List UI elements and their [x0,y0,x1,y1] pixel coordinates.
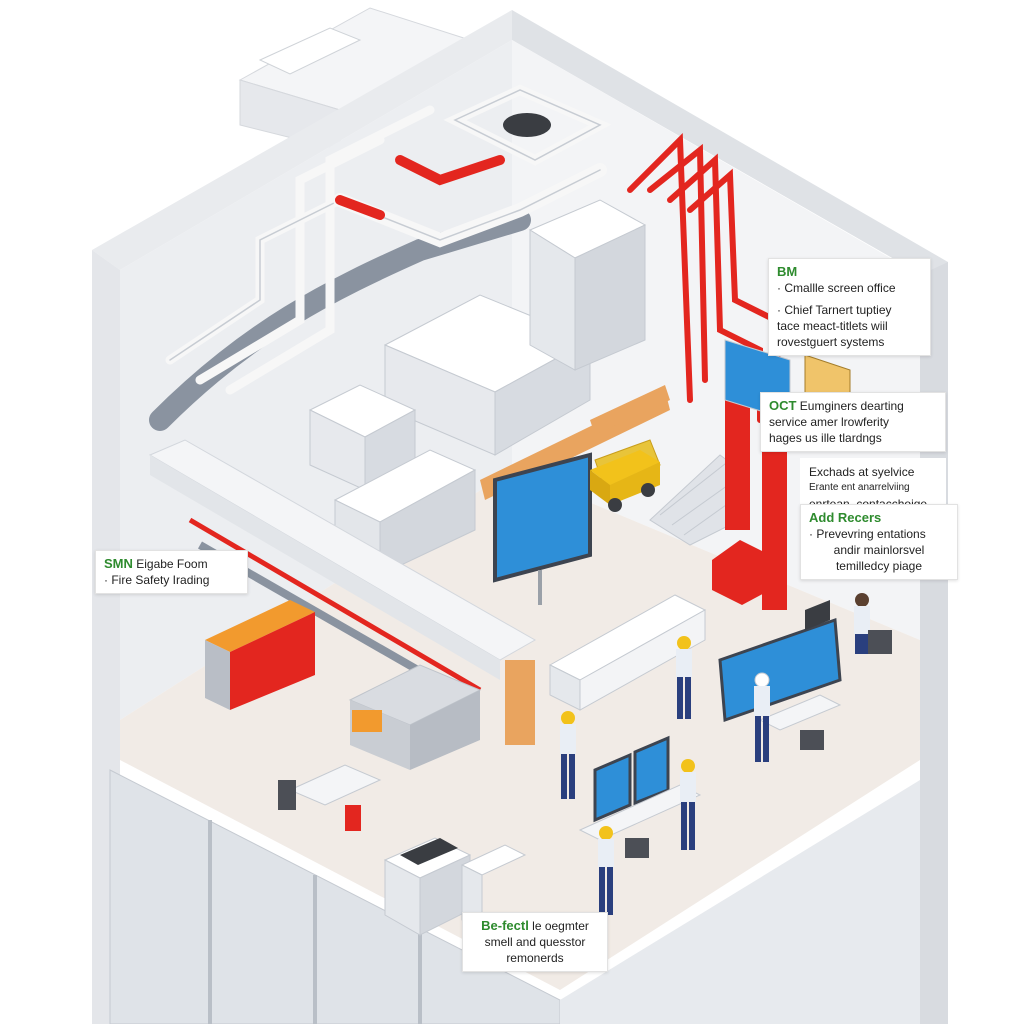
callout-add-recers-line-2: andir mainlorsvel [833,543,925,557]
callout-oct: OCT Eumginers dearting service amer lrow… [760,392,946,452]
office-machines [383,837,527,936]
callout-add-recers-line-3: temilledcy piage [835,559,923,573]
callout-oct-heading: OCT [769,398,797,413]
callout-smn: SMN Eigabe Foom · Fire Safety Irading [95,550,248,594]
worker [754,672,770,762]
electrical-cabinets [205,600,482,770]
callout-add-recers-line-1: · Prevevring entations [809,527,926,541]
rack-row [548,594,707,711]
worker [598,826,614,915]
callout-bm-line-1: · Cmallle screen office [777,281,896,295]
callout-smn-line-1: · Fire Safety Irading [104,573,210,587]
fire-pump-unit [712,385,787,610]
callout-bm-heading: BM [777,264,798,279]
callout-befectl-line-2: remonerds [506,951,564,965]
callout-oct-heading-line: OCT Eumginers dearting [769,398,937,414]
callout-exchads-line-1: Exchads at syelvice [809,465,915,479]
callout-bm-line-4: rovestguert systems [777,335,885,349]
callout-smn-heading-suffix: Eigabe Foom [132,557,208,571]
yellow-cart [590,450,660,512]
callout-exchads-line-2: Erante ent anarrelviing [809,482,910,493]
callout-befectl-heading-line: Be-fectl le oegmter [471,918,599,934]
workers [560,593,870,915]
callout-befectl: Be-fectl le oegmter smell and quesstor r… [462,912,608,972]
worker [560,711,576,799]
callout-smn-heading: SMN [104,556,133,571]
callout-oct-heading-suffix: Eumginers dearting [796,399,904,413]
worker [854,593,870,654]
callout-bm-line-2: · Chief Tarnert tuptiey [777,303,892,317]
server-equipment [308,199,647,576]
callout-add-recers: Add Recers · Prevevring entations andir … [800,504,958,580]
lower-floor-windows [109,769,920,1024]
callout-befectl-line-1: smell and quesstor [484,935,586,949]
callout-oct-line-2: hages us ille tlardngs [769,431,882,445]
office-chairs [625,630,892,858]
worker [676,636,692,719]
callout-smn-heading-line: SMN Eigabe Foom [104,556,239,572]
rooftop [238,7,472,151]
callout-bm-line-3: tace meact-titlets wiil [777,319,888,333]
callout-befectl-heading-suffix: le oegmter [528,919,589,933]
ceiling-pipework [149,84,612,431]
callout-oct-line-1: service amer lrowferity [769,415,890,429]
callout-add-recers-heading: Add Recers [809,510,882,525]
callout-befectl-heading: Be-fectl [481,918,529,933]
worker [680,759,696,850]
control-room [278,600,842,841]
callout-bm: BM · Cmallle screen office · Chief Tarne… [768,258,931,356]
